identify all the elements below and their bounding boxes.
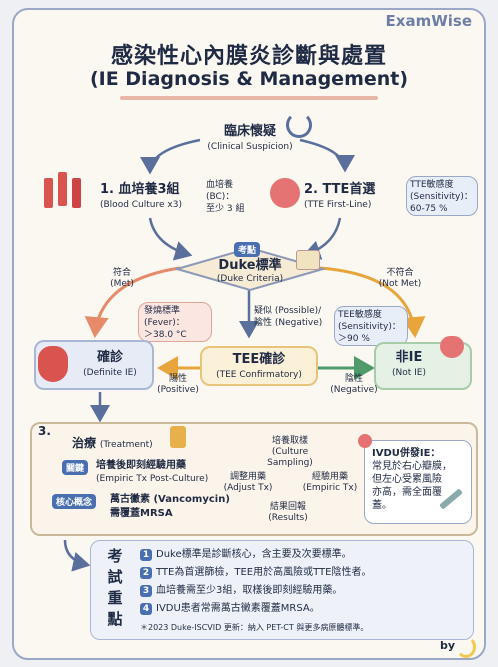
fever-line3: ＞38.0 °C	[144, 330, 187, 340]
blood-tubes-icon	[40, 172, 90, 216]
fever-line1: 發燒標準	[144, 306, 181, 316]
ivdu-line4: 亦高，需全面覆	[372, 487, 442, 498]
tte-sensitivity-box	[406, 176, 478, 216]
fever-line2: (Fever)：	[144, 318, 185, 328]
cycle-adjust: 調整用藥(Adjust Tx)	[223, 472, 273, 493]
title-underline	[120, 96, 378, 100]
arrow-duke-to-notie	[319, 266, 426, 338]
treatment-number: 3.	[38, 424, 51, 438]
brand-logo: ExamWise	[385, 12, 472, 30]
exam-note: ＊2023 Duke-ISCVID 更新：納入 PET-CT 與更多病原體標準。	[140, 623, 369, 632]
cycle-results: 結果回報(Results)	[268, 502, 308, 523]
tee-sensitivity-box	[334, 306, 408, 346]
arrow-treatment-to-exam	[63, 539, 91, 572]
exam-side-label: 考 試 重 點	[100, 546, 130, 630]
blood-culture-sub: (Blood Culture x3)	[100, 200, 182, 210]
tte-sub: (TTE First-Line)	[304, 200, 372, 210]
ivdu-line5: 蓋。	[372, 500, 392, 511]
definite-label-en: (Definite IE)	[83, 368, 137, 378]
exam-label-char: 試	[107, 568, 123, 586]
exam-item: 3 血培養需至少3組，取樣後即刻經驗用藥。	[140, 584, 342, 597]
banana-icon	[456, 636, 476, 658]
exam-label-char: 重	[107, 589, 123, 607]
ivdu-line3: 但左心受累風險	[372, 474, 442, 485]
scroll-icon	[296, 250, 320, 270]
ivdu-line2: 常見於右心瓣膜，	[372, 461, 452, 472]
tee-label: TEE確診	[232, 352, 286, 367]
core-line1: 萬古黴素 (Vancomycin)	[110, 494, 230, 505]
happy-heart-icon	[440, 336, 464, 358]
key-line1: 培養後即刻經驗用藥	[96, 460, 186, 471]
duke-badge: 考點	[234, 242, 261, 257]
bc-note-line3: 至少 3 組	[206, 204, 245, 214]
duke-sub: (Duke Criteria)	[216, 274, 284, 284]
exam-item-text: 血培養需至少3組，取樣後即刻經驗用藥。	[156, 585, 343, 596]
by-signature: by	[440, 639, 456, 652]
tee-sens-line1: TEE敏感度	[338, 310, 382, 320]
exam-label-char: 點	[107, 610, 123, 628]
not-met-label: 不符合(Not Met)	[378, 268, 422, 289]
exam-item-number: 3	[140, 584, 152, 597]
ivdu-box	[364, 440, 472, 524]
bc-note-line2: (BC)：	[206, 192, 235, 202]
ivdu-heart-icon	[358, 434, 372, 448]
tee-label-en: (TEE Confirmatory)	[216, 370, 302, 380]
met-label: 符合(Met)	[110, 268, 134, 289]
not-ie-label: 非IE	[395, 350, 423, 365]
tee-sens-line3: ＞90 %	[338, 334, 370, 344]
blood-culture-title: 1. 血培養3組	[100, 182, 180, 197]
core-line2: 需覆蓋MRSA	[110, 508, 173, 519]
core-tag: 核心概念	[52, 494, 97, 509]
exam-item: 1 Duke標準是診斷核心，含主要及次要標準。	[140, 548, 352, 561]
fever-box	[138, 302, 212, 342]
arrow-suspicion-to-tte	[299, 138, 355, 173]
suspicion-label: 臨床懷疑	[223, 124, 276, 139]
arrow-duke-to-definite	[84, 266, 181, 338]
heart-icon	[38, 346, 68, 382]
title-english: (IE Diagnosis & Management)	[89, 68, 409, 90]
exam-item-number: 1	[140, 548, 152, 561]
definite-label: 確診	[96, 350, 123, 365]
negative-label: 陰性(Negative)	[330, 374, 378, 395]
exam-item-text: Duke標準是診斷核心，含主要及次要標準。	[156, 549, 352, 560]
duke-title: Duke標準	[218, 258, 282, 273]
tte-sens-line1: TTE敏感度	[410, 180, 454, 190]
heart-monitor-icon	[270, 178, 300, 208]
possible-line1: 疑似 (Possible)/	[254, 306, 322, 316]
key-line2: (Empiric Tx Post-Culture)	[96, 474, 209, 484]
bc-note-line1: 血培養	[206, 180, 234, 190]
arrow-bc-to-duke	[148, 217, 193, 261]
tte-title: 2. TTE首選	[304, 182, 376, 197]
possible-line2: 陰性 (Negative)	[254, 318, 323, 328]
tee-box	[200, 346, 318, 386]
exam-label-char: 考	[107, 547, 123, 565]
exam-item-text: IVDU患者常需萬古黴素覆蓋MRSA。	[156, 603, 320, 614]
tte-sens-line3: 60-75 %	[410, 204, 448, 214]
tte-sens-line2: (Sensitivity)：	[410, 192, 473, 202]
exam-item-number: 2	[140, 566, 152, 579]
cycle-empiric: 經驗用藥(Empiric Tx)	[302, 472, 358, 493]
positive-label: 陽性(Positive)	[157, 374, 199, 395]
exam-item-text: TTE為首選篩檢，TEE用於高風險或TTE陰性者。	[156, 567, 372, 578]
title-chinese: 感染性心內膜炎診斷與處置	[110, 44, 387, 69]
ivdu-line1: IVDU併發IE：	[372, 448, 441, 459]
exam-item: 2 TTE為首選篩檢，TEE用於高風險或TTE陰性者。	[140, 566, 371, 579]
pill-bottle-icon	[170, 426, 186, 448]
exam-item-number: 4	[140, 602, 152, 615]
suspicion-label-en: (Clinical Suspicion)	[207, 142, 293, 152]
arrow-suspicion-to-bc	[140, 138, 201, 175]
stethoscope-icon	[286, 112, 312, 138]
treatment-title: 治療 (Treatment)	[72, 436, 153, 450]
key-tag: 關鍵	[62, 460, 89, 475]
not-ie-label-en: (Not IE)	[392, 368, 426, 378]
exam-box	[90, 540, 474, 640]
exam-item: 4 IVDU患者常需萬古黴素覆蓋MRSA。	[140, 602, 320, 615]
tee-sens-line2: (Sensitivity)：	[338, 322, 401, 332]
